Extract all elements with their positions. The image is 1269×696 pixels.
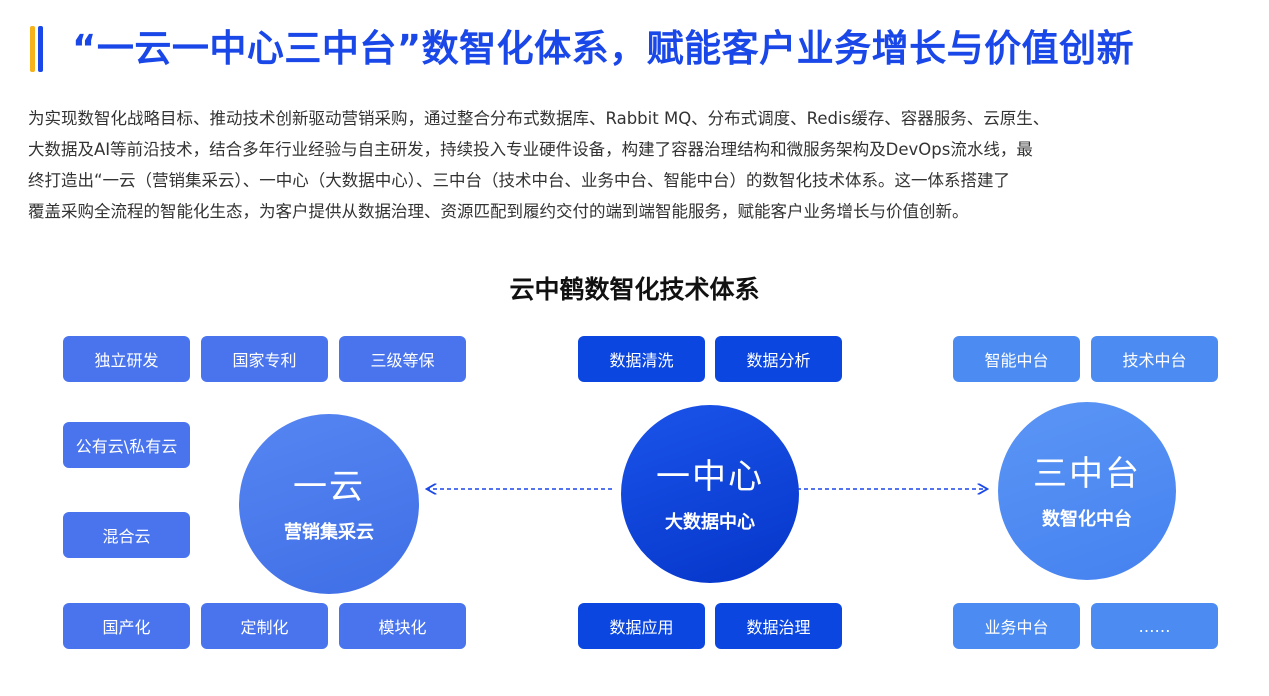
tag-technical-platform: 技术中台	[1091, 336, 1218, 382]
tag-data-governance: 数据治理	[715, 603, 842, 649]
circle-one-cloud-subtitle: 营销集采云	[284, 522, 374, 543]
intro-line: 大数据及AI等前沿技术，结合多年行业经验与自主研发，持续投入专业硬件设备，构建了…	[28, 140, 1033, 159]
diagram-title: 云中鹤数智化技术体系	[509, 275, 760, 304]
circle-one-center-heading: 一中心	[656, 457, 764, 497]
circle-one-center: 一中心 大数据中心	[621, 405, 799, 583]
tag-data-application: 数据应用	[578, 603, 705, 649]
tag-hybrid-cloud: 混合云	[63, 512, 190, 558]
intro-line: 覆盖采购全流程的智能化生态，为客户提供从数据治理、资源匹配到履约交付的端到端智能…	[28, 202, 969, 221]
tag-data-cleaning: 数据清洗	[578, 336, 705, 382]
accent-bar-blue	[38, 26, 43, 72]
page-title: “一云一中心三中台”数智化体系，赋能客户业务增长与价值创新	[72, 27, 1135, 70]
intro-paragraph: 为实现数智化战略目标、推动技术创新驱动营销采购，通过整合分布式数据库、Rabbi…	[28, 103, 1248, 227]
tag-independent-rd: 独立研发	[63, 336, 190, 382]
circle-three-platforms-subtitle: 数智化中台	[1042, 509, 1132, 530]
tag-more: ……	[1091, 603, 1218, 649]
tag-business-platform: 业务中台	[953, 603, 1080, 649]
circle-one-cloud: 一云 营销集采云	[239, 414, 419, 594]
tag-national-patent: 国家专利	[201, 336, 328, 382]
circle-one-cloud-heading: 一云	[293, 467, 365, 507]
accent-bar-yellow	[30, 26, 35, 72]
tag-security-level: 三级等保	[339, 336, 466, 382]
tag-intelligent-platform: 智能中台	[953, 336, 1080, 382]
tag-customization: 定制化	[201, 603, 328, 649]
circle-three-platforms-heading: 三中台	[1033, 454, 1141, 494]
circle-one-center-subtitle: 大数据中心	[665, 512, 755, 533]
intro-line: 为实现数智化战略目标、推动技术创新驱动营销采购，通过整合分布式数据库、Rabbi…	[28, 109, 1050, 128]
title-accent-bar	[30, 26, 44, 72]
tag-modular: 模块化	[339, 603, 466, 649]
intro-line: 终打造出“一云（营销集采云）、一中心（大数据中心）、三中台（技术中台、业务中台、…	[28, 171, 1011, 190]
tag-public-private-cloud: 公有云\私有云	[63, 422, 190, 468]
tag-domestic: 国产化	[63, 603, 190, 649]
circle-three-platforms: 三中台 数智化中台	[998, 402, 1176, 580]
tag-data-analysis: 数据分析	[715, 336, 842, 382]
